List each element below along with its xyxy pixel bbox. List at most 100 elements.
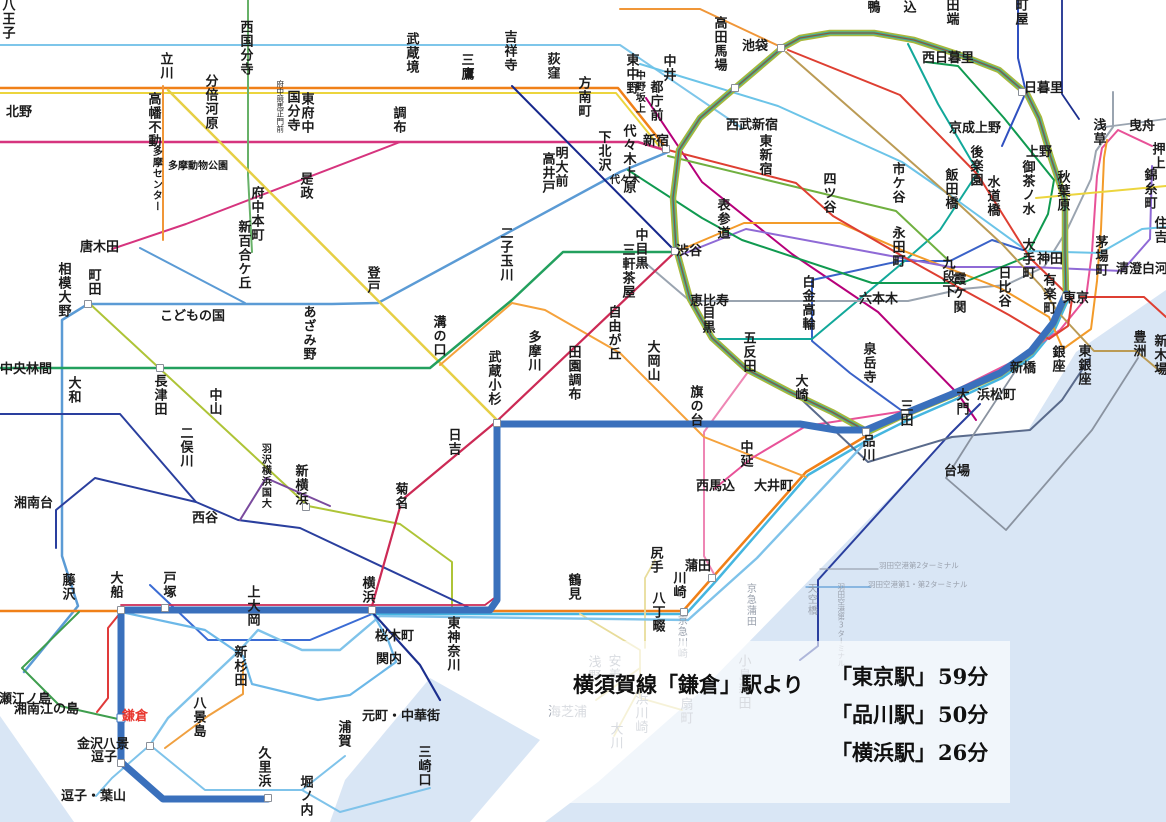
station-label[interactable]: 大船 — [107, 571, 123, 599]
station-label[interactable]: 有楽町 — [1040, 273, 1056, 315]
station-label[interactable]: 羽田空港第1・第2ターミナル — [868, 580, 968, 589]
station-label[interactable]: 桜木町 — [375, 629, 415, 644]
station-label[interactable]: 恵比寿 — [690, 294, 730, 309]
station-label[interactable]: 鎌倉 — [122, 709, 149, 724]
station-label[interactable]: 藤沢 — [59, 573, 75, 601]
station-label[interactable]: 東中野 — [623, 53, 639, 95]
station-label[interactable]: 蒲田 — [685, 559, 712, 574]
station-label[interactable]: 西国分寺 — [237, 20, 253, 76]
station-label[interactable]: 町田 — [85, 268, 101, 296]
station-label[interactable]: 高田馬場 — [711, 16, 727, 72]
station-label[interactable]: 二俣川 — [177, 426, 193, 468]
station-label[interactable]: 浦賀 — [335, 720, 351, 748]
station-marker[interactable] — [731, 84, 739, 92]
station-label[interactable]: 是政 — [297, 172, 313, 200]
station-label[interactable]: 霞ケ関 — [950, 272, 966, 314]
station-label[interactable]: 中央林間 — [0, 362, 53, 377]
station-label[interactable]: 湘南江の島 — [14, 702, 80, 717]
station-label[interactable]: 吉祥寺 — [501, 30, 517, 72]
station-label[interactable]: 曳舟 — [1129, 119, 1156, 134]
station-label[interactable]: 多摩川 — [525, 330, 541, 372]
station-label[interactable]: 中井 — [660, 54, 676, 82]
station-label[interactable]: 長津田 — [151, 374, 167, 416]
station-label[interactable]: 高幡不動 — [145, 92, 161, 148]
station-label[interactable]: 茅場町 — [1092, 235, 1108, 277]
station-label[interactable]: 押上 — [1149, 142, 1165, 170]
station-label[interactable]: 清澄白河 — [1116, 262, 1166, 277]
station-label[interactable]: 府中本町 — [248, 186, 264, 242]
station-label[interactable]: 京成上野 — [949, 121, 1002, 136]
station-label[interactable]: 豊洲 — [1130, 330, 1146, 358]
station-marker[interactable] — [796, 391, 804, 399]
station-label[interactable]: 後楽園 — [967, 145, 983, 187]
station-marker[interactable] — [680, 608, 688, 616]
station-label[interactable]: 代々木 — [610, 175, 640, 186]
station-label[interactable]: 日吉 — [445, 428, 461, 456]
station-label[interactable]: 川崎 — [670, 571, 686, 599]
station-label[interactable]: 八丁畷 — [649, 591, 665, 633]
station-label[interactable]: 京王八王子 — [0, 0, 15, 40]
station-label[interactable]: 調布 — [390, 106, 406, 134]
station-label[interactable]: 三軒茶屋 — [619, 243, 635, 299]
station-label[interactable]: 西谷 — [192, 511, 219, 526]
station-label[interactable]: 四ツ谷 — [820, 172, 836, 214]
station-label[interactable]: あざみ野 — [300, 305, 316, 361]
station-label[interactable]: 尻手 — [647, 546, 663, 574]
station-marker[interactable] — [146, 742, 154, 750]
station-label[interactable]: 国分寺 — [284, 90, 300, 132]
station-label[interactable]: 駒込 — [900, 0, 916, 14]
station-marker[interactable] — [777, 44, 785, 52]
station-label[interactable]: 水道橋 — [984, 175, 1000, 217]
station-label[interactable]: 御茶ノ水 — [1019, 160, 1035, 216]
station-label[interactable]: 戸塚 — [160, 571, 176, 599]
station-label[interactable]: 秋葉原 — [1054, 170, 1070, 212]
station-label[interactable]: 新杉田 — [231, 645, 247, 687]
station-label[interactable]: 自由が丘 — [605, 305, 621, 361]
station-label[interactable]: 田園調布 — [565, 345, 581, 401]
station-label[interactable]: 池袋 — [742, 39, 769, 54]
station-label[interactable]: 西日暮里 — [922, 51, 975, 66]
station-label[interactable]: 湘南台 — [14, 496, 54, 511]
station-label[interactable]: 浅草 — [1090, 118, 1106, 146]
station-label[interactable]: 市ケ谷 — [889, 162, 905, 204]
station-marker[interactable] — [862, 428, 870, 436]
station-label[interactable]: 代々木上原 — [620, 124, 636, 194]
station-label[interactable]: 渋谷 — [676, 244, 703, 259]
station-label[interactable]: 金沢八景 — [77, 737, 130, 752]
station-label[interactable]: 大門 — [953, 388, 969, 416]
station-label[interactable]: 日比谷 — [995, 266, 1011, 308]
station-label[interactable]: こどもの国 — [160, 309, 226, 324]
station-label[interactable]: 方南町 — [575, 76, 591, 118]
station-label[interactable]: 中延 — [737, 440, 753, 468]
station-label[interactable]: 京急蒲田 — [744, 583, 756, 627]
station-label[interactable]: 明大前 — [552, 146, 568, 188]
station-label[interactable]: 荻窪 — [544, 52, 560, 80]
station-label[interactable]: 新橋 — [1010, 361, 1037, 376]
station-label[interactable]: 三崎口 — [415, 745, 431, 787]
station-label[interactable]: 田端 — [943, 0, 959, 26]
station-label[interactable]: 中野坂上 — [633, 70, 645, 114]
station-label[interactable]: 銀座 — [1049, 345, 1065, 373]
station-label[interactable]: 新木場 — [1151, 334, 1166, 376]
station-marker[interactable] — [671, 247, 679, 255]
station-label[interactable]: 錦糸町 — [1141, 168, 1157, 210]
station-label[interactable]: 大井町 — [754, 479, 794, 494]
station-marker[interactable] — [117, 759, 125, 767]
station-label[interactable]: 西武新宿 — [726, 118, 779, 133]
station-label[interactable]: 大和 — [65, 376, 81, 404]
station-label[interactable]: 五反田 — [740, 331, 756, 373]
station-label[interactable]: 多摩動物公園 — [168, 161, 228, 172]
station-label[interactable]: 三鷹 — [458, 53, 474, 81]
station-marker[interactable] — [302, 503, 310, 511]
station-marker[interactable] — [493, 419, 501, 427]
station-label[interactable]: 唐木田 — [80, 240, 120, 255]
station-label[interactable]: 登戸 — [364, 266, 380, 294]
station-label[interactable]: 下北沢 — [595, 130, 611, 172]
station-label[interactable]: 元町・中華街 — [362, 709, 441, 724]
station-label[interactable]: 二子玉川 — [497, 226, 513, 282]
station-label[interactable]: 立川 — [157, 52, 173, 80]
station-label[interactable]: 羽田空港第3ターミナル — [836, 583, 846, 667]
station-label[interactable]: 東神奈川 — [444, 616, 460, 672]
station-label[interactable]: 逗子 — [91, 750, 118, 765]
station-label[interactable]: 永田町 — [889, 226, 905, 268]
